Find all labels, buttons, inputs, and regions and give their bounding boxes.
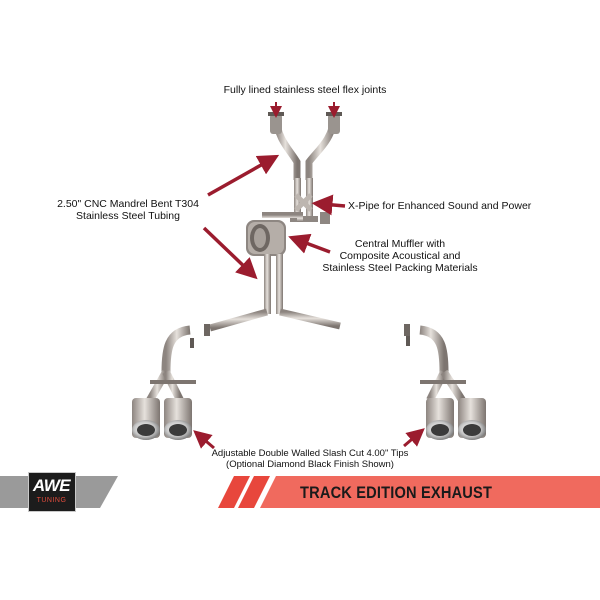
logo-sub: TUNING: [36, 497, 67, 504]
banner-stripe-1: [218, 476, 250, 508]
awe-tuning-logo: AWE TUNING: [28, 472, 76, 512]
banner-stripe-2: [238, 476, 270, 508]
x-pipe: [290, 178, 318, 222]
callout-flex-joints: Fully lined stainless steel flex joints: [200, 84, 410, 96]
callout-muffler: Central Muffler with Composite Acoustica…: [310, 238, 490, 274]
central-muffler: [246, 212, 330, 256]
arrow-muffler: [288, 233, 331, 254]
callout-flex-joints-line-1: Fully lined stainless steel flex joints: [223, 84, 387, 96]
arrow-xpipe: [311, 194, 346, 216]
callout-muffler-line-2: Composite Acoustical and: [339, 250, 461, 262]
callout-tubing: 2.50" CNC Mandrel Bent T304 Stainless St…: [48, 198, 208, 222]
left-exhaust-tips: [132, 370, 196, 440]
flex-joints: [268, 112, 342, 180]
arrow-tips-left: [193, 430, 215, 450]
rear-crossover: [161, 324, 449, 373]
banner-bar: [260, 476, 600, 508]
callout-xpipe-line-1: X-Pipe for Enhanced Sound and Power: [348, 200, 532, 212]
logo-word: AWE: [32, 476, 71, 495]
callout-muffler-line-1: Central Muffler with: [354, 238, 446, 250]
callout-tips-line-2: (Optional Diamond Black Finish Shown): [226, 459, 394, 470]
callout-xpipe: X-Pipe for Enhanced Sound and Power: [348, 200, 548, 212]
arrow-tubing-lower: [202, 226, 258, 280]
arrow-tips-right: [403, 428, 425, 448]
callout-tips: Adjustable Double Walled Slash Cut 4.00"…: [180, 448, 440, 470]
callout-tubing-line-2: Stainless Steel Tubing: [76, 210, 180, 222]
mid-pipes: [209, 254, 341, 332]
callout-tubing-line-1: 2.50" CNC Mandrel Bent T304: [57, 198, 199, 210]
arrow-tubing-upper: [207, 154, 280, 197]
right-exhaust-tips: [420, 369, 486, 440]
callout-tips-line-1: Adjustable Double Walled Slash Cut 4.00"…: [211, 448, 409, 459]
banner-title: TRACK EDITION EXHAUST: [300, 483, 493, 502]
callout-arrows: [193, 102, 425, 450]
callout-muffler-line-3: Stainless Steel Packing Materials: [322, 262, 478, 274]
